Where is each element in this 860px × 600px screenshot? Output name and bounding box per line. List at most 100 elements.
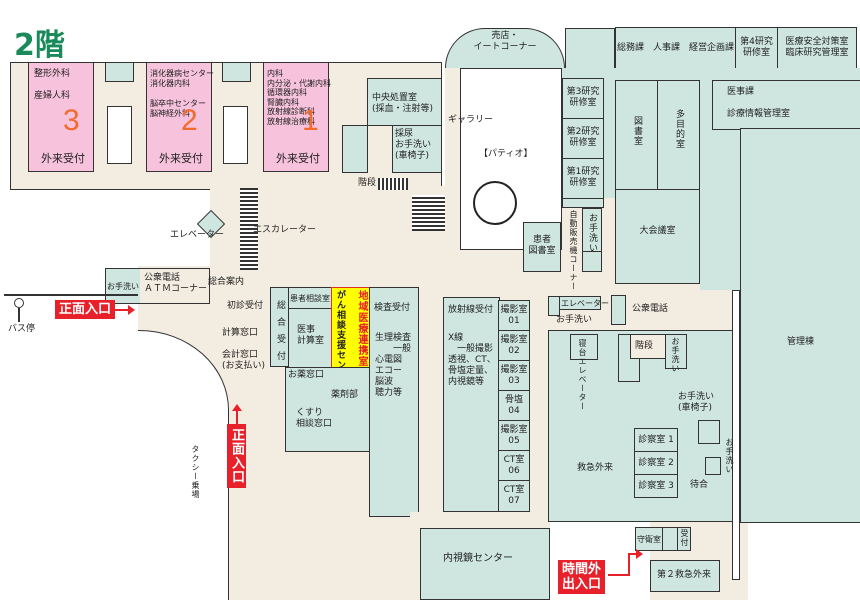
toilet[interactable]: お手洗い [105, 268, 141, 304]
imaging-room[interactable]: 撮影室 05 [498, 420, 530, 451]
medical-affairs[interactable]: 医事課 診療情報管理室 [712, 80, 860, 130]
admin-building[interactable]: 管理棟 [740, 128, 860, 523]
arrow-head-icon [128, 305, 135, 315]
clinic-3[interactable]: 整形外科 産婦人科 3 外来受付 [28, 62, 94, 172]
general-affairs[interactable]: 総務課 人事課 経営企画課 [615, 27, 736, 69]
toilet-wheelchair[interactable] [698, 420, 720, 444]
general-reception[interactable]: 総合受付 [270, 287, 290, 368]
clinic-1-departments: 内科 内分泌・代謝内科 循環器内科 腎臓内科 放射線診断科 放射線治療科 [267, 69, 331, 126]
toilet[interactable] [705, 457, 721, 475]
urine-toilet[interactable]: 採尿 お手洗い (車椅子) [392, 125, 442, 173]
medicine-consult: くすり 相談窓口 [296, 408, 333, 429]
label: 寝台エレベーター [578, 339, 587, 411]
label: 診察室 3 [638, 480, 674, 491]
library[interactable]: 図書室 [615, 80, 658, 190]
stairs-label: 階段 [358, 178, 377, 188]
patient-library[interactable]: 患者 図書室 [523, 222, 561, 272]
label: 患者相談室 [290, 294, 330, 303]
radiology[interactable]: 放射線受付 X線 一般撮影 透視、CT、 骨塩定量、 内視鏡等 [443, 297, 500, 512]
billing-room[interactable]: 医事 計算室 [288, 308, 332, 368]
clinic-1[interactable]: 内科 内分泌・代謝内科 循環器内科 腎臓内科 放射線診断科 放射線治療科 1 外… [263, 62, 331, 172]
label: 救急外来 [577, 463, 614, 473]
safety-office[interactable]: 医療安全対策室 臨床研究管理室 [777, 27, 857, 69]
physiological-exam[interactable]: 検査受付 生理検査 一般 心電図 エコー 脳波 聴力等 [369, 287, 419, 517]
small-room [222, 62, 251, 82]
conference-room[interactable]: 大会議室 [615, 189, 700, 284]
imaging-room[interactable]: 撮影室 01 [498, 300, 530, 331]
small-room [105, 62, 134, 82]
imaging-room[interactable]: CT室 06 [498, 450, 530, 481]
regional-liaison-center[interactable]: 地域医療連携室 がん相談支援センター [331, 287, 370, 390]
imaging-room[interactable]: 骨塩 04 [498, 390, 530, 421]
corridor [712, 130, 740, 290]
label: 第4研究 研修室 [740, 37, 773, 58]
phone-atm-corner[interactable]: 公衆電話 ＡＴＭコーナー [140, 268, 210, 304]
reception[interactable]: 受付 [677, 527, 691, 551]
shop[interactable]: 売店・ イートコーナー [445, 28, 565, 70]
bed-elevator[interactable]: 寝台エレベーター [570, 334, 598, 411]
clinic-1-number: 1 [302, 104, 319, 137]
consultation-room[interactable]: 患者相談室 [288, 287, 332, 309]
toilet-e-label: お手洗い [725, 438, 734, 474]
training-room-4[interactable]: 第4研究 研修室 [735, 27, 778, 69]
pharmacy-window: お薬窓口 [288, 370, 325, 380]
imaging-rooms: 撮影室 01 撮影室 02 撮影室 03 骨塩 04 撮影室 05 CT室 06… [498, 300, 530, 512]
arrow-line [608, 574, 630, 576]
imaging-room[interactable]: CT室 07 [498, 480, 530, 512]
corridor-north [562, 68, 860, 80]
label: 大会議室 [639, 226, 676, 236]
label: 総合受付 [275, 300, 285, 368]
label: 内視鏡センター [443, 553, 513, 564]
guard-room[interactable]: 守衛室 [635, 527, 663, 551]
main-entrance-west[interactable]: 正面入口 [55, 300, 116, 319]
training-room-1[interactable]: 第1研究 研修室 [562, 158, 604, 199]
endoscopy-center[interactable]: 内視鏡センター [420, 528, 550, 600]
imaging-room[interactable]: 撮影室 02 [498, 330, 530, 361]
label: 守衛室 [637, 535, 661, 544]
small-room [342, 125, 368, 173]
corridor [604, 78, 616, 198]
exam-room-2[interactable]: 診察室 2 [634, 451, 678, 475]
multipurpose-room[interactable]: 多目的室 [657, 80, 700, 190]
payment-window[interactable]: 会計窓口 (お支払い) [222, 350, 266, 371]
arrow-up-icon [236, 410, 238, 424]
drop-off-area [138, 330, 229, 600]
training-room-2[interactable]: 第2研究 研修室 [562, 118, 604, 159]
label: 階段 [635, 341, 654, 351]
info-desk[interactable]: 総合案内 [208, 277, 245, 287]
exam-room-3[interactable]: 診察室 3 [634, 474, 678, 498]
stairs[interactable]: 階段 [630, 334, 668, 359]
room [611, 295, 626, 325]
arrow-line [628, 553, 630, 576]
toilet[interactable]: お手洗い [582, 208, 602, 253]
label: 撮影室 05 [500, 424, 528, 446]
label: 撮影室 02 [500, 334, 528, 356]
second-emergency[interactable]: 第２救急外来 [650, 560, 720, 592]
after-hours-entrance[interactable]: 時間外 出入口 [558, 560, 606, 594]
label: 管理棟 [787, 337, 815, 347]
elevator[interactable]: エレベーター [559, 296, 609, 310]
exam-reception: 検査受付 [374, 303, 411, 313]
gallery-label: ギャラリー [448, 115, 494, 125]
regional-center-label: 地域医療連携室 [356, 290, 367, 367]
imaging-room[interactable]: 撮影室 03 [498, 360, 530, 391]
clinic-2[interactable]: 消化器病センター 消化器内科 脳卒中センター 脳神経外科 2 外来受付 [146, 62, 214, 172]
clinic-2-number: 2 [181, 104, 198, 137]
escalator-icon [240, 188, 258, 270]
toilet[interactable]: お手洗い [665, 334, 687, 373]
central-treatment-room[interactable]: 中央処置室 (採血・注射等) [367, 78, 442, 126]
first-visit-reception[interactable]: 初診受付 [227, 301, 264, 311]
passage [732, 290, 740, 580]
calculation-window[interactable]: 計算窓口 [222, 328, 259, 338]
label: お手洗い [587, 213, 597, 253]
label: 医療安全対策室 臨床研究管理室 [785, 37, 849, 58]
clinic-3-reception: 外来受付 [41, 152, 85, 165]
atrium-void [107, 106, 132, 164]
label: 採尿 お手洗い (車椅子) [395, 129, 432, 161]
exam-room-1[interactable]: 診察室 1 [634, 428, 678, 452]
training-room-3[interactable]: 第3研究 研修室 [562, 78, 604, 119]
main-entrance-south[interactable]: 正面入口 [227, 424, 246, 488]
patio: 【パティオ】 [460, 68, 562, 250]
circle-icon [473, 181, 517, 225]
